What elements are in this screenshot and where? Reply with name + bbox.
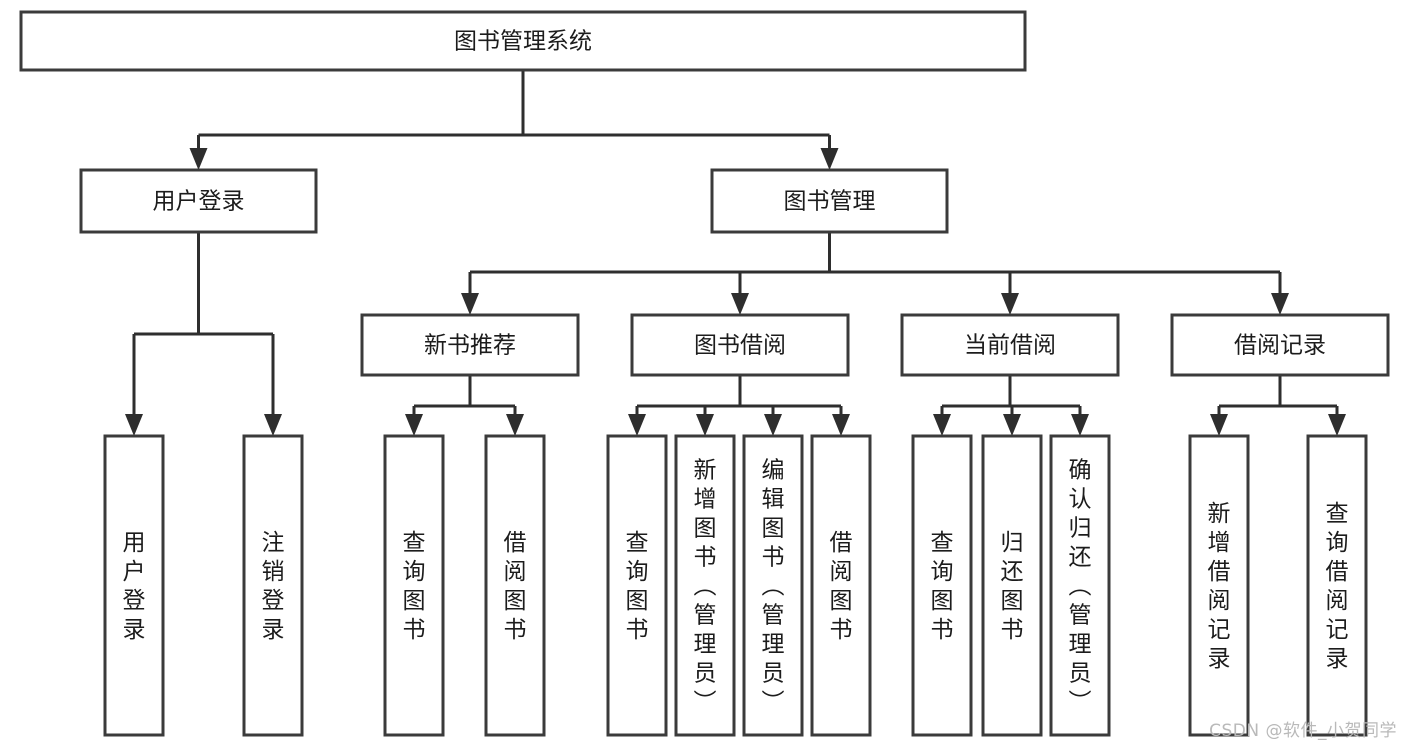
node-label: 借阅图书 (830, 530, 853, 643)
arrow-head-icon (628, 414, 646, 436)
node-level1-1[interactable]: 图书管理 (710, 168, 949, 234)
node-label: 编辑图书︵管理员︶ (762, 458, 785, 716)
arrow-head-icon (264, 414, 282, 436)
arrow-head-icon (764, 414, 782, 436)
node-label: 新书推荐 (424, 333, 516, 359)
node-label: 图书借阅 (694, 333, 786, 359)
arrow-head-icon (125, 414, 143, 436)
node-layer: 图书管理系统用户登录图书管理新书推荐图书借阅当前借阅借阅记录用户登录注销登录查询… (19, 10, 1390, 737)
node-leaf-7[interactable]: 借阅图书 (810, 434, 872, 737)
arrow-head-icon (933, 414, 951, 436)
arrow-head-icon (1003, 414, 1021, 436)
node-label: 查询借阅记录 (1326, 501, 1349, 672)
node-label: 归还图书 (1001, 530, 1024, 643)
arrow-head-icon (832, 414, 850, 436)
node-label: 用户登录 (153, 189, 245, 215)
node-label: 借阅记录 (1234, 333, 1326, 359)
arrow-head-icon (461, 293, 479, 315)
node-level2-3[interactable]: 借阅记录 (1170, 313, 1390, 377)
arrow-head-icon (1001, 293, 1019, 315)
arrow-head-icon (405, 414, 423, 436)
node-label: 用户登录 (123, 530, 146, 643)
node-label: 当前借阅 (964, 333, 1056, 359)
node-leaf-4[interactable]: 查询图书 (606, 434, 668, 737)
node-leaf-0[interactable]: 用户登录 (103, 434, 165, 737)
node-leaf-12[interactable]: 查询借阅记录 (1306, 434, 1368, 737)
node-level2-0[interactable]: 新书推荐 (360, 313, 580, 377)
node-label: 新增借阅记录 (1208, 501, 1231, 672)
connector-layer (125, 70, 1346, 436)
node-leaf-1[interactable]: 注销登录 (242, 434, 304, 737)
node-label: 确认归还︵管理员︶ (1069, 458, 1092, 716)
node-leaf-2[interactable]: 查询图书 (383, 434, 445, 737)
node-label: 查询图书 (403, 530, 426, 643)
node-label: 图书管理系统 (454, 29, 592, 55)
node-level1-0[interactable]: 用户登录 (79, 168, 318, 234)
node-level2-1[interactable]: 图书借阅 (630, 313, 850, 377)
node-label: 借阅图书 (504, 530, 527, 643)
node-root-book-management-system[interactable]: 图书管理系统 (19, 10, 1027, 72)
arrow-head-icon (1271, 293, 1289, 315)
node-leaf-8[interactable]: 查询图书 (911, 434, 973, 737)
node-leaf-9[interactable]: 归还图书 (981, 434, 1043, 737)
watermark-text: CSDN @软件_小贺同学 (1209, 721, 1397, 741)
node-leaf-3[interactable]: 借阅图书 (484, 434, 546, 737)
node-leaf-6[interactable]: 编辑图书︵管理员︶ (742, 434, 804, 737)
arrow-head-icon (696, 414, 714, 436)
node-label: 查询图书 (931, 530, 954, 643)
node-leaf-10[interactable]: 确认归还︵管理员︶ (1049, 434, 1111, 737)
arrow-head-icon (1210, 414, 1228, 436)
arrow-head-icon (1328, 414, 1346, 436)
arrow-head-icon (820, 148, 839, 170)
arrow-head-icon (506, 414, 524, 436)
node-leaf-5[interactable]: 新增图书︵管理员︶ (674, 434, 736, 737)
arrow-head-icon (1071, 414, 1089, 436)
node-label: 新增图书︵管理员︶ (694, 458, 717, 716)
arrow-head-icon (189, 148, 208, 170)
arrow-head-icon (731, 293, 749, 315)
node-label: 查询图书 (626, 530, 649, 643)
node-label: 注销登录 (262, 530, 285, 643)
node-label: 图书管理 (784, 189, 876, 215)
node-leaf-11[interactable]: 新增借阅记录 (1188, 434, 1250, 737)
node-level2-2[interactable]: 当前借阅 (900, 313, 1120, 377)
